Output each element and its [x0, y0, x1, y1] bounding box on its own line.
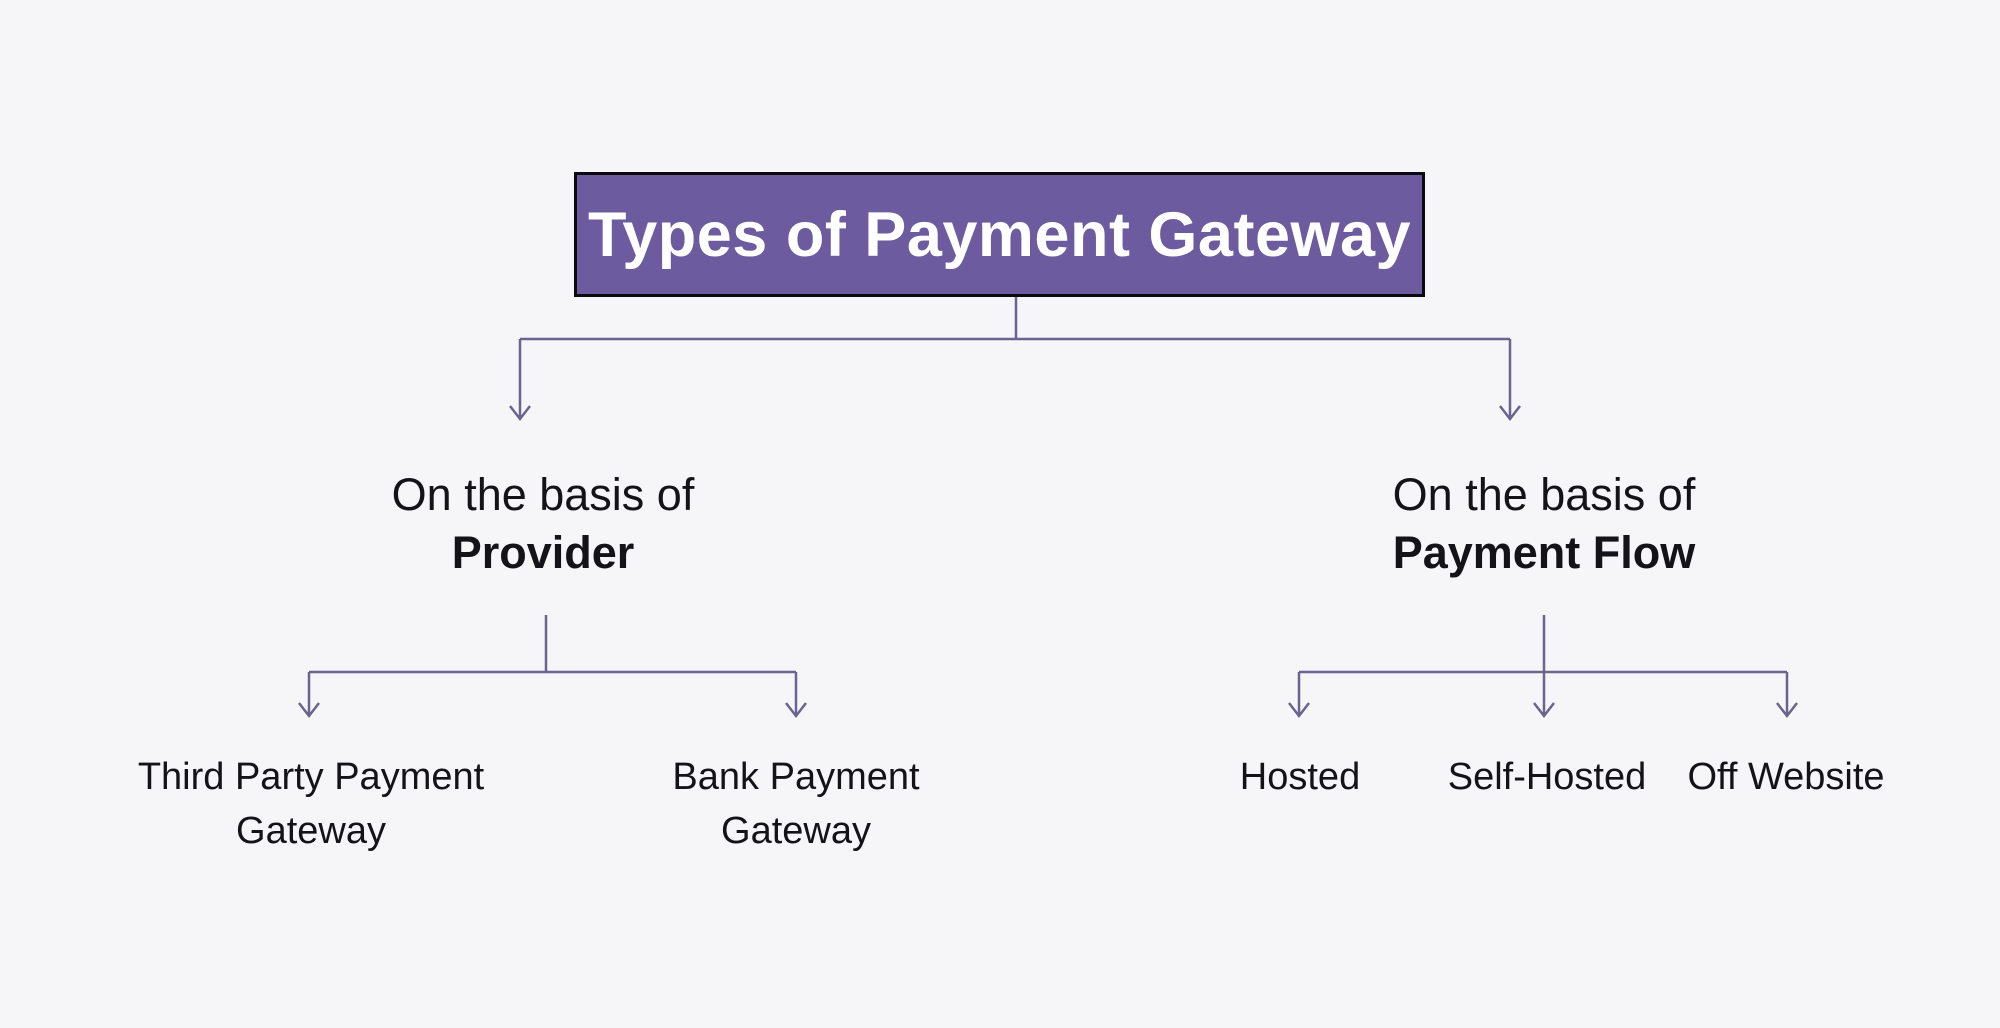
root-node: Types of Payment Gateway: [574, 172, 1425, 297]
branch-paymentflow-intro: On the basis of: [1392, 469, 1696, 520]
leaf-self-hosted: Self-Hosted: [1448, 750, 1647, 804]
provider-right-arrow: [785, 672, 807, 719]
branch-provider-name: Provider: [451, 527, 635, 578]
level1-right-arrow: [1499, 339, 1521, 422]
root-node-title: Types of Payment Gateway: [587, 199, 1412, 270]
paymentflow-center-arrow: [1533, 615, 1555, 719]
leaf-self-hosted-label: Self-Hosted: [1447, 756, 1647, 798]
paymentflow-left-arrow: [1288, 672, 1310, 719]
leaf-off-website-label: Off Website: [1687, 756, 1885, 798]
leaf-bank-payment-gateway: Bank Payment Gateway: [672, 750, 919, 858]
paymentflow-right-arrow: [1776, 672, 1798, 719]
leaf-third-party-payment-gateway: Third Party Payment Gateway: [138, 750, 484, 858]
branch-provider-intro: On the basis of: [391, 469, 695, 520]
leaf-off-website: Off Website: [1687, 750, 1884, 804]
leaf-bank-payment-line2: Gateway: [721, 810, 871, 852]
leaf-hosted-label: Hosted: [1239, 756, 1361, 798]
leaf-bank-payment-line1: Bank Payment: [672, 756, 920, 798]
provider-left-arrow: [298, 672, 320, 719]
level1-left-arrow: [509, 339, 531, 422]
branch-provider-heading: On the basis of Provider: [392, 466, 695, 582]
leaf-third-party-line2: Gateway: [236, 810, 386, 852]
leaf-hosted: Hosted: [1240, 750, 1360, 804]
branch-paymentflow-heading: On the basis of Payment Flow: [1393, 466, 1696, 582]
leaf-third-party-line1: Third Party Payment: [137, 756, 485, 798]
branch-paymentflow-name: Payment Flow: [1392, 527, 1696, 578]
